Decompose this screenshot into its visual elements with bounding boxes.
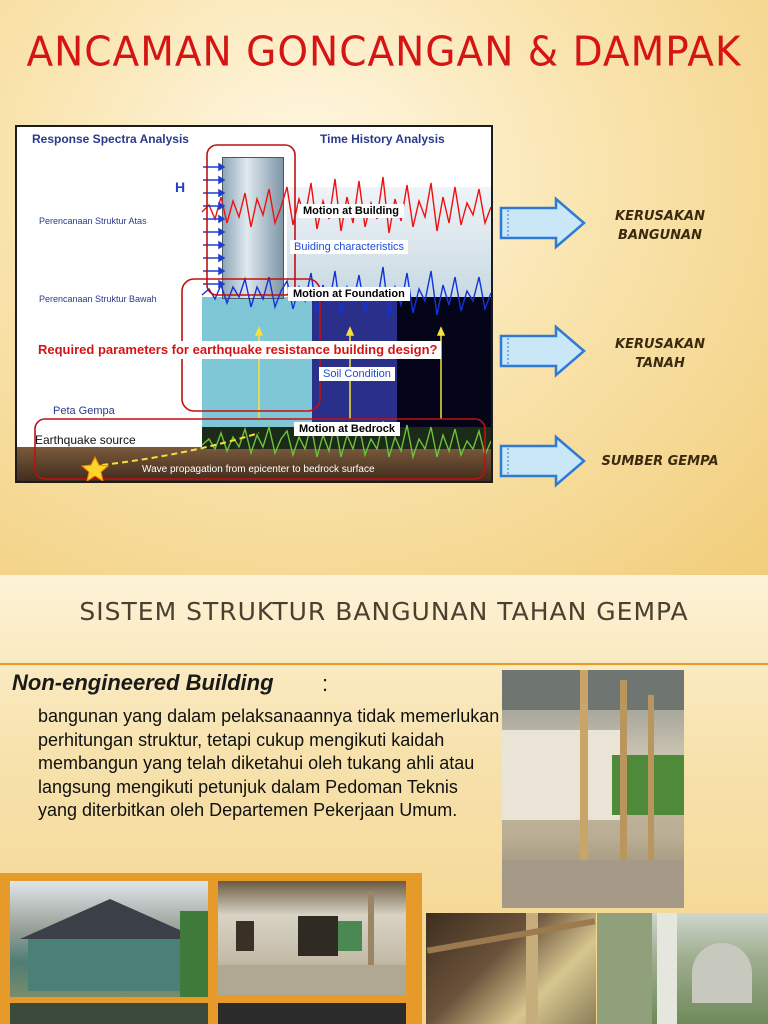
impact-label-building: KERUSAKAN BANGUNAN [615,209,705,243]
motion-bedrock-box: Motion at Bedrock [294,422,400,436]
slide-title-2: SISTEM STRUKTUR BANGUNAN TAHAN GEMPA [79,597,689,626]
term-colon: : [322,671,329,696]
h-force-label: H [175,179,186,195]
lower-structure-label: Perencanaan Struktur Bawah [39,294,157,304]
upper-structure-label: Perencanaan Struktur Atas [39,216,147,226]
source-highlight-box [34,418,486,480]
building-image [222,157,284,299]
impact-label-source: SUMBER GEMPA [601,454,719,469]
slide-earthquake-threat: ANCAMAN GONCANGAN & DAMPAK [0,0,768,575]
cracked-wall-photo [597,913,768,1024]
epicenter-star [80,455,110,481]
roof-structure-photo [426,913,596,1024]
time-history-header: Time History Analysis [320,132,445,146]
motion-foundation-box: Motion at Foundation [288,287,410,301]
building-characteristics-box: Buiding characteristics [290,240,409,254]
soil-layer-dark [397,297,491,447]
hazard-map-label: Peta Gempa [53,405,115,417]
propagation-path [101,432,260,466]
impact-arrow-soil [499,324,586,378]
soil-layer-light [202,297,312,447]
earthquake-source-label: Earthquake source [35,433,136,447]
horizontal-force-arrows [203,162,226,289]
definition-text: bangunan yang dalam pelaksanaannya tidak… [38,706,500,820]
impact-arrow-source [499,434,586,488]
waveform-svg [34,144,491,481]
impact-arrow-building [499,196,586,250]
term-heading: Non-engineered Building [12,670,274,695]
slide-structural-system: SISTEM STRUKTUR BANGUNAN TAHAN GEMPA Non… [0,575,768,1024]
wave-propagation-text: Wave propagation from epicenter to bedro… [142,464,375,475]
collapsed-house-photo [10,881,208,997]
soil-condition-box: Soil Condition [319,367,395,381]
motion-building-box: Motion at Building [298,204,404,218]
building-motion-wave [201,176,491,234]
classroom-damage-photo [502,670,684,908]
building-highlight-box [206,144,296,296]
damaged-houses-frame [0,873,422,1024]
seismic-analysis-diagram: Response Spectra Analysis Time History A… [15,125,493,483]
title-divider [0,663,768,665]
impact-label-soil: KERUSAKAN TANAH [615,337,705,371]
required-parameters-text: Required parameters for earthquake resis… [35,341,441,359]
slide-title: ANCAMAN GONCANGAN & DAMPAK [26,28,742,77]
damaged-interior-photo [218,881,406,995]
response-spectra-header: Response Spectra Analysis [32,132,189,146]
